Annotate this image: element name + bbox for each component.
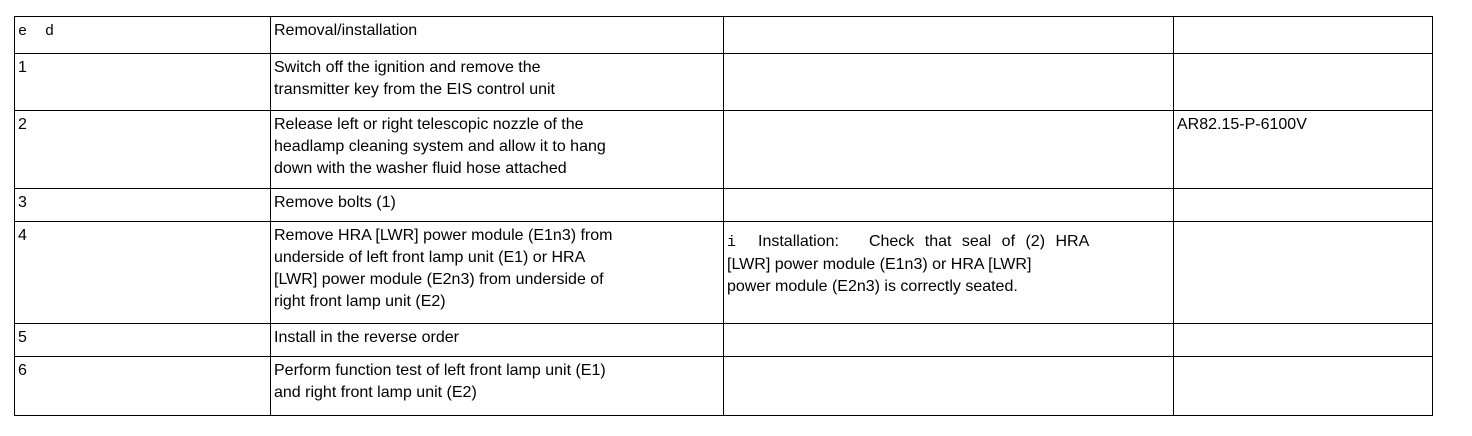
step-reference: AR82.15-P-6100V [1173,110,1433,189]
step-note: i Installation: Check that seal of (2) HRA… [723,221,1174,324]
instruction-line: and right front lamp unit (E2) [274,384,477,401]
step-number: 6 [14,356,271,416]
instruction-line: down with the washer fluid hose attached [274,160,567,177]
instruction-line: Release left or right telescopic nozzle … [274,116,584,133]
info-icon: i [727,234,737,251]
step-number: 3 [14,188,271,222]
instruction-line: Install in the reverse order [274,329,459,346]
header-cell-reference [1173,16,1433,54]
step-note [723,110,1174,189]
instruction-line: [LWR] power module (E2n3) from underside… [274,271,604,288]
instruction-line: transmitter key from the EIS control uni… [274,81,555,98]
step-number: 1 [14,53,271,111]
table-row: 6 Perform function test of left front la… [14,356,1433,416]
step-reference [1173,221,1433,324]
instruction-line: headlamp cleaning system and allow it to… [274,138,606,155]
step-instruction: Switch off the ignition and remove the t… [270,53,724,111]
note-text: Check that seal of (2) HRA [868,233,1090,250]
instruction-line: underside of left front lamp unit (E1) o… [274,249,586,266]
step-number: 4 [14,221,271,324]
procedure-table: e d Removal/installation 1 Switch off th… [14,16,1433,416]
step-reference [1173,53,1433,111]
step-reference [1173,188,1433,222]
instruction-line: right front lamp unit (E2) [274,293,446,310]
note-line: [LWR] power module (E1n3) or HRA [LWR] [727,256,1032,273]
note-line: power module (E2n3) is correctly seated. [727,278,1018,295]
step-note [723,53,1174,111]
table-row: 3 Remove bolts (1) [14,188,1433,222]
table-row: 1 Switch off the ignition and remove the… [14,53,1433,111]
header-cell-procedure: Removal/installation [270,16,724,54]
header-procedure-label: Removal/installation [274,22,418,39]
note-label: Installation: [758,233,839,250]
instruction-line: Remove bolts (1) [274,194,396,211]
step-note [723,188,1174,222]
header-cell-step: e d [14,16,271,54]
step-note [723,356,1174,416]
reference-link[interactable]: AR82.15-P-6100V [1177,116,1307,133]
note-line: i Installation: Check that seal of (2) HRA [727,231,1169,254]
header-cell-notes [723,16,1174,54]
step-instruction: Perform function test of left front lamp… [270,356,724,416]
instruction-line: Switch off the ignition and remove the [274,59,541,76]
step-reference [1173,356,1433,416]
step-instruction: Install in the reverse order [270,323,724,357]
step-reference [1173,323,1433,357]
step-instruction: Remove HRA [LWR] power module (E1n3) fro… [270,221,724,324]
header-step-label: e d [18,23,55,40]
step-number: 5 [14,323,271,357]
instruction-line: Perform function test of left front lamp… [274,362,606,379]
table-row: 5 Install in the reverse order [14,323,1433,357]
instruction-line: Remove HRA [LWR] power module (E1n3) fro… [274,227,613,244]
step-number: 2 [14,110,271,189]
table-row: 2 Release left or right telescopic nozzl… [14,110,1433,189]
step-instruction: Remove bolts (1) [270,188,724,222]
table-header-row: e d Removal/installation [14,16,1433,54]
step-note [723,323,1174,357]
table-row: 4 Remove HRA [LWR] power module (E1n3) f… [14,221,1433,324]
step-instruction: Release left or right telescopic nozzle … [270,110,724,189]
